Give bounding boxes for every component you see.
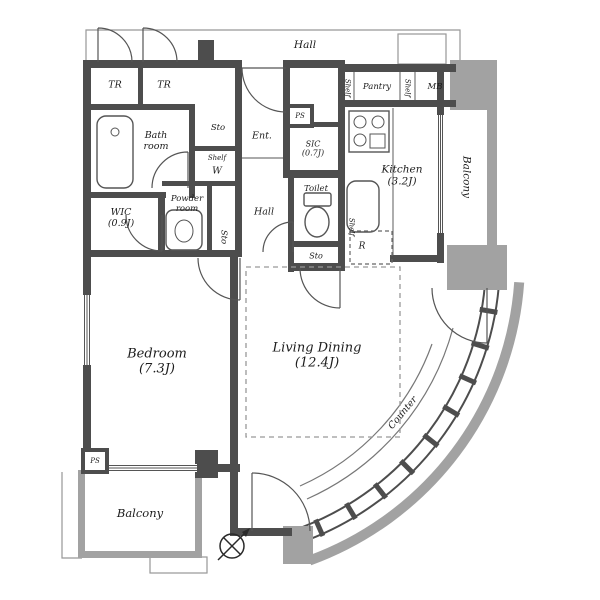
stove-burner (353, 133, 367, 147)
fixtures (96, 110, 393, 265)
stove-grill (369, 133, 386, 149)
fridge-space (349, 230, 393, 265)
bathtub-drain (110, 127, 120, 137)
curved-counter (299, 327, 454, 500)
common-area-outlines (61, 29, 461, 574)
washbasin-bowl (174, 219, 194, 243)
stove-burner (371, 115, 385, 129)
interior-lines (242, 72, 416, 255)
door-swings (97, 27, 488, 532)
compass-icon (217, 528, 250, 561)
window-mullions (313, 306, 498, 538)
ps-left-box (81, 448, 109, 474)
toilet-tank (303, 192, 332, 207)
ps-top-box (286, 104, 314, 128)
windows (83, 115, 444, 472)
walls (83, 40, 456, 536)
toilet-bowl (304, 206, 330, 238)
curved-balcony (299, 281, 525, 566)
light-walls (78, 60, 507, 564)
stove-burner (353, 115, 367, 129)
kitchen-sink (346, 180, 380, 233)
pipe-spaces (81, 104, 314, 474)
bathtub (96, 115, 134, 189)
living-dining-dashed-boundary (245, 266, 401, 438)
